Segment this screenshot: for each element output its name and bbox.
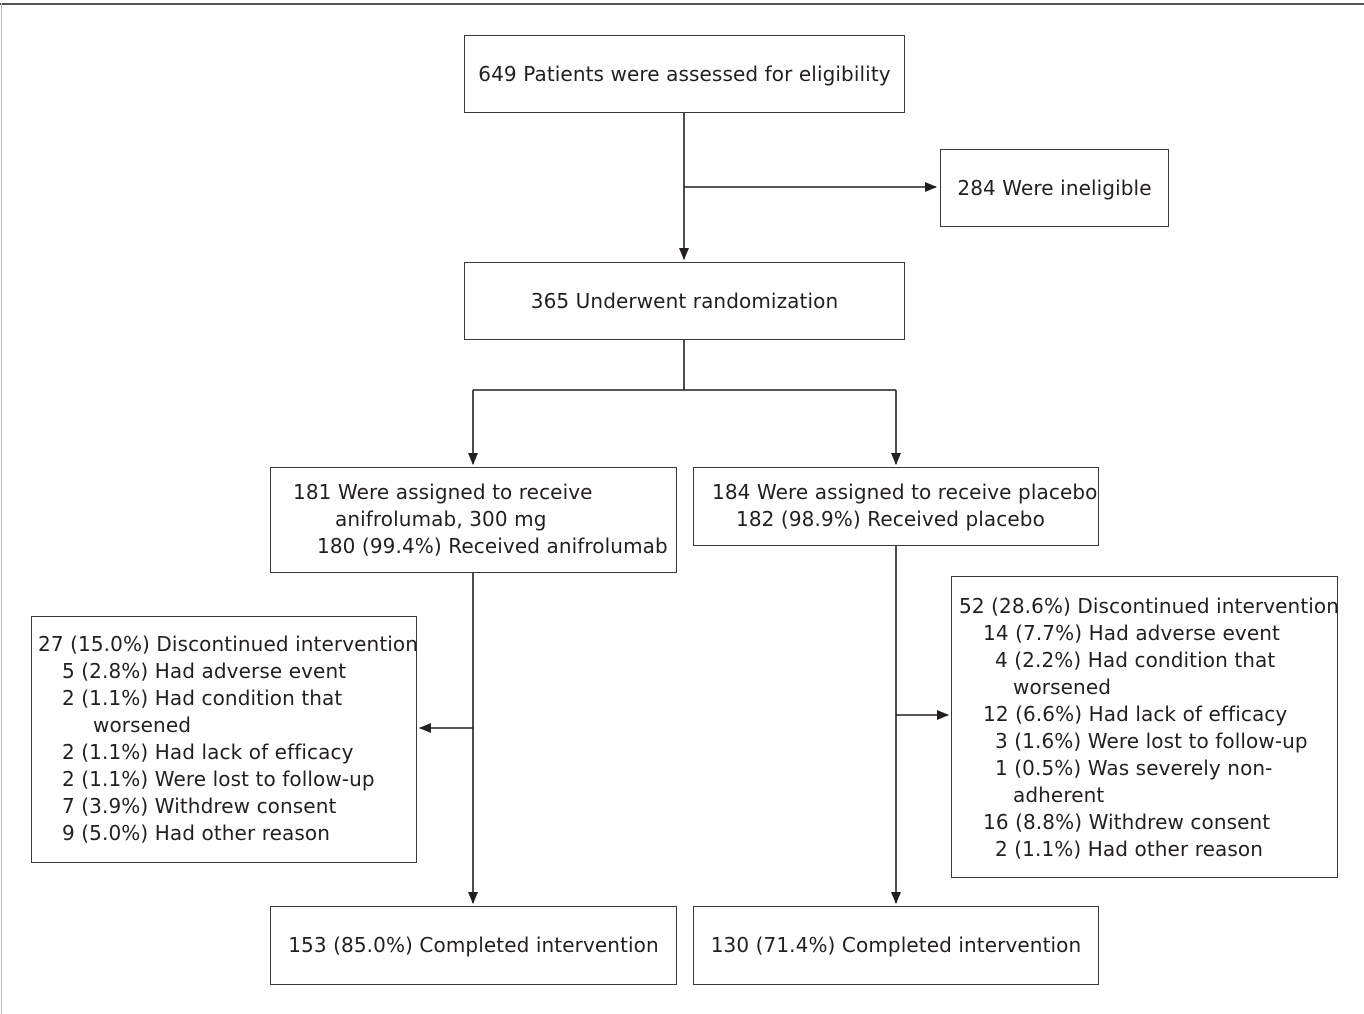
placebo-reason-worsened-condition: 4 (2.2%) Had condition that (995, 648, 1276, 672)
placebo-assignment-box: 184 Were assigned to receive placebo 182… (693, 467, 1099, 546)
top-border (0, 3, 1364, 5)
ineligible-text: 284 Were ineligible (957, 175, 1152, 200)
anifrolumab-reason-withdrew-consent: 7 (3.9%) Withdrew consent (62, 794, 337, 818)
anifrolumab-reason-worsened-condition: 2 (1.1%) Had condition that (62, 686, 343, 710)
placebo-reason-adverse-event: 14 (7.7%) Had adverse event (983, 621, 1280, 645)
anifrolumab-assignment-box: 181 Were assigned to receive anifrolumab… (270, 467, 677, 573)
anifrolumab-reason-worsened-continuation: worsened (93, 713, 192, 737)
placebo-received: 182 (98.9%) Received placebo (736, 507, 1045, 531)
placebo-reason-withdrew-consent: 16 (8.8%) Withdrew consent (983, 810, 1271, 834)
screening-text: 649 Patients were assessed for eligibili… (478, 61, 891, 86)
anifrolumab-completed-box: 153 (85.0%) Completed intervention (270, 906, 677, 985)
anifrolumab-reason-lost-to-follow-up: 2 (1.1%) Were lost to follow-up (62, 767, 375, 791)
placebo-discontinued-box: 52 (28.6%) Discontinued intervention 14 … (951, 576, 1340, 878)
placebo-completed-box: 130 (71.4%) Completed intervention (693, 906, 1099, 985)
placebo-assigned: 184 Were assigned to receive placebo (712, 480, 1098, 504)
placebo-reason-worsened-continuation: worsened (1013, 675, 1112, 699)
placebo-reason-non-adherent-continuation: adherent (1013, 783, 1105, 807)
anifrolumab-assigned-line1: 181 Were assigned to receive (293, 480, 593, 504)
randomization-box: 365 Underwent randomization (464, 262, 905, 340)
placebo-reason-lack-of-efficacy: 12 (6.6%) Had lack of efficacy (983, 702, 1288, 726)
screening-box: 649 Patients were assessed for eligibili… (464, 35, 905, 113)
anifrolumab-received: 180 (99.4%) Received anifrolumab (317, 534, 668, 558)
anifrolumab-discontinued-box: 27 (15.0%) Discontinued intervention 5 (… (31, 616, 419, 863)
anifrolumab-reason-other: 9 (5.0%) Had other reason (62, 821, 331, 845)
anifrolumab-assigned-line2: anifrolumab, 300 mg (335, 507, 547, 531)
placebo-completed-text: 130 (71.4%) Completed intervention (710, 933, 1082, 957)
anifrolumab-discontinued-header: 27 (15.0%) Discontinued intervention (38, 632, 419, 656)
placebo-reason-non-adherent: 1 (0.5%) Was severely non- (995, 756, 1273, 780)
placebo-discontinued-header: 52 (28.6%) Discontinued intervention (959, 594, 1340, 618)
anifrolumab-reason-lack-of-efficacy: 2 (1.1%) Had lack of efficacy (62, 740, 354, 764)
left-border (1, 3, 2, 1014)
ineligible-box: 284 Were ineligible (940, 149, 1169, 227)
anifrolumab-completed-text: 153 (85.0%) Completed intervention (288, 933, 659, 957)
placebo-reason-lost-to-follow-up: 3 (1.6%) Were lost to follow-up (995, 729, 1308, 753)
anifrolumab-reason-adverse-event: 5 (2.8%) Had adverse event (62, 659, 347, 683)
placebo-reason-other: 2 (1.1%) Had other reason (995, 837, 1264, 861)
randomization-text: 365 Underwent randomization (530, 288, 839, 313)
